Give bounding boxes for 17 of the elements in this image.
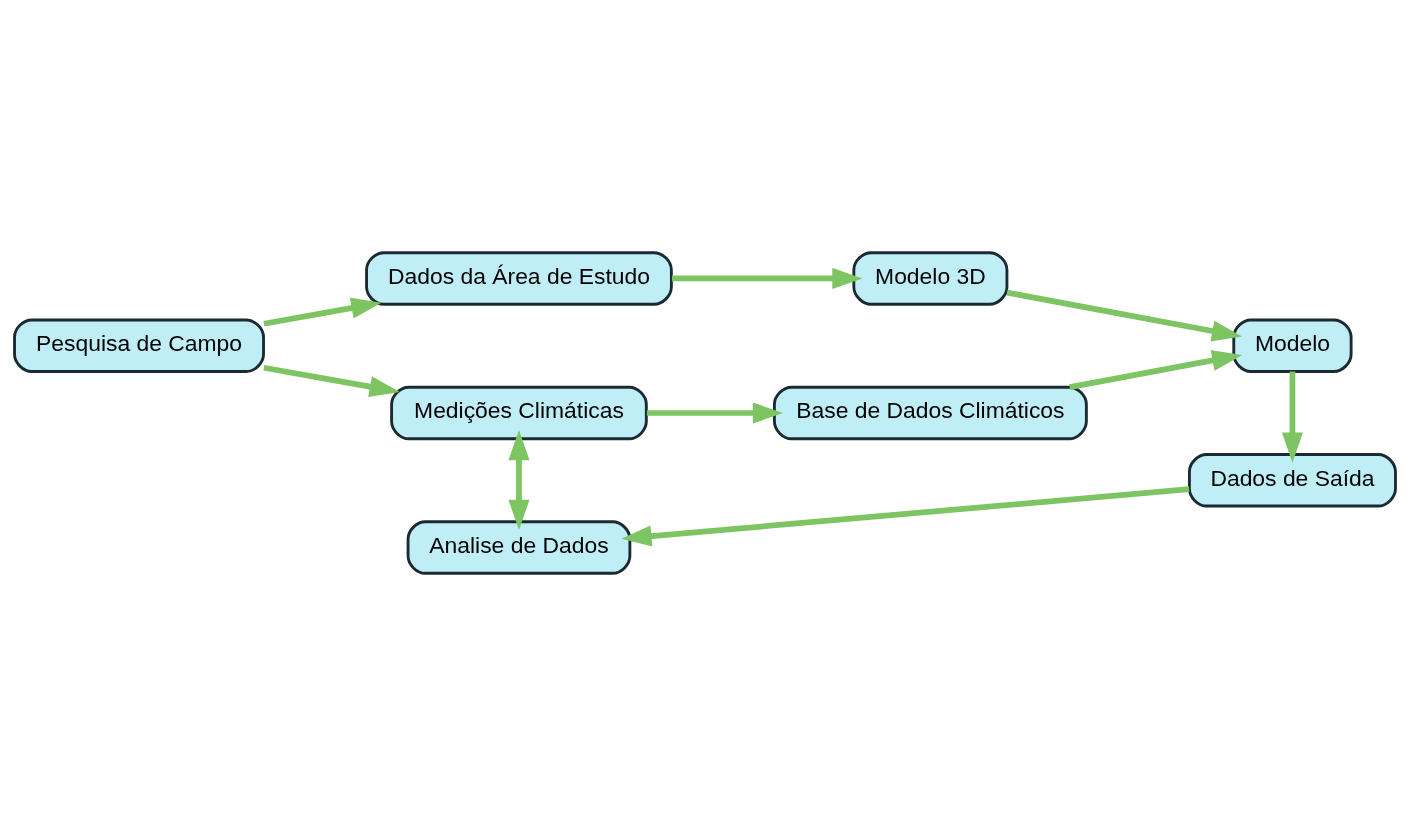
arrow (1006, 289, 1242, 342)
node-box: Modelo (1232, 318, 1353, 373)
node-box: Medições Climáticas (390, 385, 648, 441)
arrow (1069, 350, 1243, 390)
arrow (621, 486, 1190, 547)
arrow (508, 430, 530, 530)
arrow (646, 402, 783, 424)
arrow (263, 297, 382, 327)
node-box: Dados de Saída (1188, 453, 1397, 508)
node-box: Base de Dados Climáticos (773, 385, 1088, 441)
node-box: Analise de Dados (406, 520, 632, 575)
node-box: Pesquisa de Campo (13, 318, 265, 373)
node-box: Modelo 3D (852, 251, 1009, 306)
arrow (671, 267, 863, 290)
node-box: Dados da Área de Estudo (365, 251, 673, 306)
arrow (263, 364, 400, 398)
arrow (1281, 371, 1303, 463)
